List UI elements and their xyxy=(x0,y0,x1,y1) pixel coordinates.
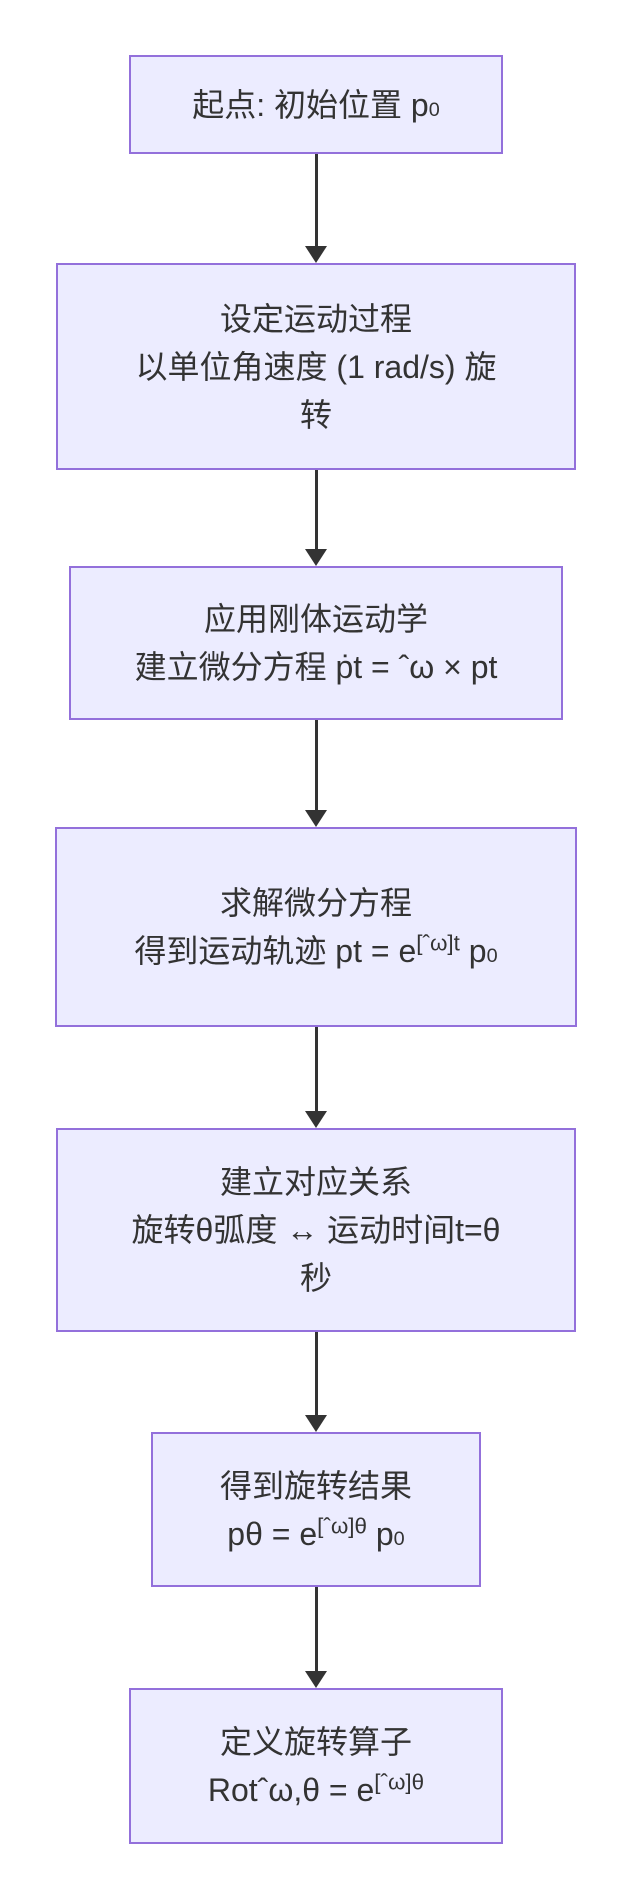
flow-node-setup-motion: 设定运动过程 以单位角速度 (1 rad/s) 旋 转 xyxy=(56,263,576,470)
arrow-solve-to-correspondence xyxy=(305,1027,327,1128)
node-line: 建立对应关系 xyxy=(219,1164,412,1200)
arrow-head-icon xyxy=(305,1415,327,1432)
arrow-shaft xyxy=(314,154,318,246)
flow-node-correspondence: 建立对应关系 旋转θ弧度 ↔ 运动时间t=θ 秒 xyxy=(56,1128,576,1332)
flow-node-start: 起点: 初始位置 p0 xyxy=(129,55,503,154)
arrow-head-icon xyxy=(305,1671,327,1688)
node-line: Rotˆω,θ = e[ˆω]θ xyxy=(207,1769,425,1808)
arrow-shaft xyxy=(314,1027,318,1111)
arrow-correspondence-to-result xyxy=(305,1332,327,1432)
arrow-head-icon xyxy=(305,810,327,827)
arrow-shaft xyxy=(314,470,318,549)
flow-node-solve-ode: 求解微分方程 得到运动轨迹 pt = e[ˆω]t p0 xyxy=(55,827,577,1027)
node-line: 定义旋转算子 xyxy=(219,1724,412,1760)
arrow-head-icon xyxy=(305,246,327,263)
node-line: 旋转θ弧度 ↔ 运动时间t=θ xyxy=(131,1212,501,1248)
flow-node-rotation-operator: 定义旋转算子 Rotˆω,θ = e[ˆω]θ xyxy=(129,1688,503,1844)
node-line: 起点: 初始位置 p0 xyxy=(192,86,440,123)
node-line: 建立微分方程 ṗt = ˆω × pt xyxy=(134,649,498,685)
node-line: 应用刚体运动学 xyxy=(203,601,428,637)
node-line: 转 xyxy=(299,396,332,433)
arrow-result-to-operator xyxy=(305,1587,327,1688)
arrow-shaft xyxy=(314,720,318,810)
flow-node-rotation-result: 得到旋转结果 pθ = e[ˆω]θ p0 xyxy=(151,1432,481,1587)
node-line: 求解微分方程 xyxy=(219,885,412,921)
flow-node-rigid-body-kinematics: 应用刚体运动学 建立微分方程 ṗt = ˆω × pt xyxy=(69,566,563,720)
arrow-shaft xyxy=(314,1332,318,1415)
arrow-setup-to-kinematics xyxy=(305,470,327,566)
node-line: 以单位角速度 (1 rad/s) 旋 xyxy=(135,348,497,385)
arrow-kinematics-to-solve xyxy=(305,720,327,827)
arrow-head-icon xyxy=(305,549,327,566)
arrow-head-icon xyxy=(305,1111,327,1128)
node-line: 设定运动过程 xyxy=(219,300,412,337)
arrow-start-to-setup xyxy=(305,154,327,263)
node-line: 得到运动轨迹 pt = e[ˆω]t p0 xyxy=(134,930,498,969)
node-line: pθ = e[ˆω]θ p0 xyxy=(227,1512,405,1552)
node-line: 得到旋转结果 xyxy=(219,1467,412,1504)
arrow-shaft xyxy=(314,1587,318,1671)
node-line: 秒 xyxy=(299,1260,332,1296)
